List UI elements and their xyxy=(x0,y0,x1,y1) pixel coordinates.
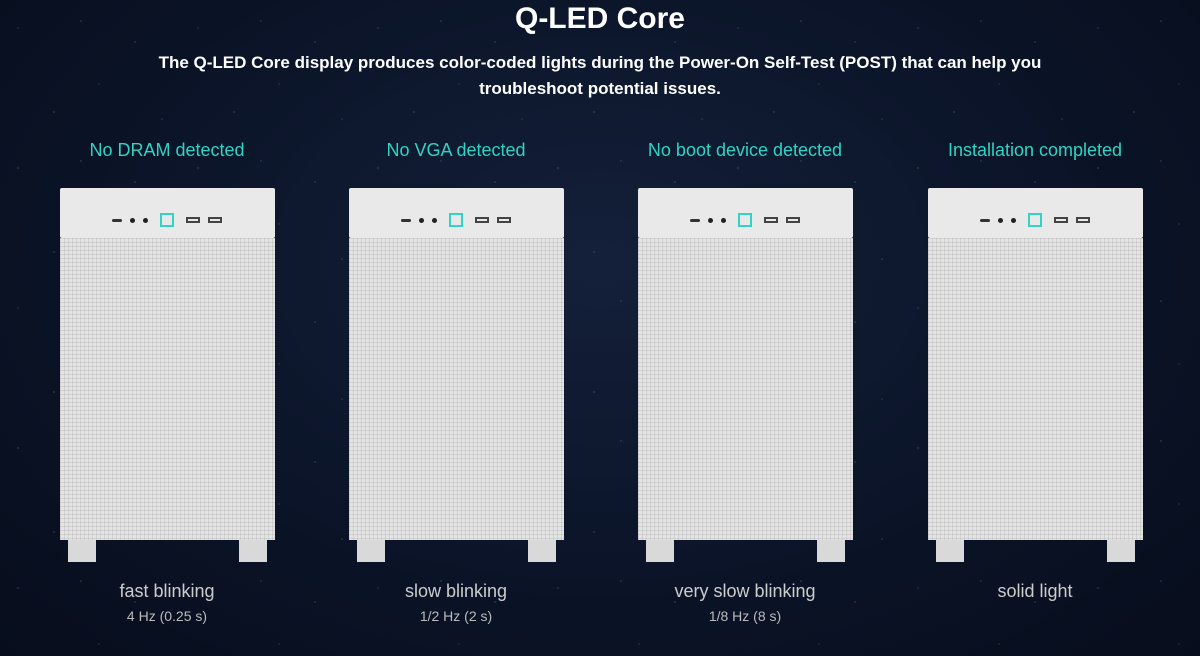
blink-frequency: 1/8 Hz (8 s) xyxy=(708,608,782,624)
blink-mode: slow blinking xyxy=(404,581,508,601)
case-mesh-front xyxy=(348,238,564,540)
case-top-panel xyxy=(348,188,564,238)
qled-indicator-icon xyxy=(160,213,174,227)
io-ports xyxy=(401,213,511,227)
page-title: Q-LED Core xyxy=(514,2,685,35)
qled-indicator-icon xyxy=(738,213,752,227)
case-foot xyxy=(935,540,964,562)
mic-jack-icon xyxy=(143,217,148,223)
usb-c-port-icon xyxy=(980,218,990,222)
usb-c-port-icon xyxy=(112,218,122,222)
blink-mode: fast blinking xyxy=(119,581,215,601)
audio-jack-icon xyxy=(998,217,1003,223)
case-mesh-front xyxy=(59,238,275,540)
usb-a-port-icon xyxy=(1054,217,1068,223)
mic-jack-icon xyxy=(721,217,726,223)
usb-a-port-icon xyxy=(208,217,222,223)
case-foot xyxy=(527,540,556,562)
mic-jack-icon xyxy=(1011,217,1016,223)
qled-state-card: Installation completed solid light xyxy=(890,140,1180,608)
case-mesh-front xyxy=(927,238,1143,540)
audio-jack-icon xyxy=(130,217,135,223)
usb-a-port-icon xyxy=(186,217,200,223)
pc-case-image xyxy=(348,188,564,562)
state-label: No boot device detected xyxy=(647,140,843,160)
state-label: No VGA detected xyxy=(386,140,526,160)
case-foot xyxy=(645,540,674,562)
case-foot xyxy=(238,540,267,562)
usb-c-port-icon xyxy=(401,218,411,222)
io-ports xyxy=(690,213,800,227)
io-ports xyxy=(112,213,222,227)
usb-a-port-icon xyxy=(497,217,511,223)
case-top-panel xyxy=(927,188,1143,238)
qled-state-card: No boot device detected very slow blinki… xyxy=(600,140,890,624)
pc-case-image xyxy=(59,188,275,562)
usb-a-port-icon xyxy=(764,217,778,223)
case-foot xyxy=(356,540,385,562)
state-label: No DRAM detected xyxy=(89,140,245,160)
io-ports xyxy=(980,213,1090,227)
blink-mode: solid light xyxy=(997,581,1073,601)
usb-a-port-icon xyxy=(1076,217,1090,223)
blink-mode: very slow blinking xyxy=(674,581,816,601)
audio-jack-icon xyxy=(708,217,713,223)
state-label: Installation completed xyxy=(947,140,1123,160)
usb-c-port-icon xyxy=(690,218,700,222)
case-foot xyxy=(816,540,845,562)
blink-frequency: 4 Hz (0.25 s) xyxy=(126,608,208,624)
case-top-panel xyxy=(637,188,853,238)
case-top-panel xyxy=(59,188,275,238)
qled-indicator-icon xyxy=(449,213,463,227)
case-foot xyxy=(67,540,96,562)
blink-frequency: 1/2 Hz (2 s) xyxy=(419,608,493,624)
qled-state-card: No DRAM detected fast blinking 4 Hz (0.2… xyxy=(22,140,312,624)
usb-a-port-icon xyxy=(475,217,489,223)
qled-state-card: No VGA detected slow blinking 1/2 Hz (2 … xyxy=(311,140,601,624)
usb-a-port-icon xyxy=(786,217,800,223)
case-foot xyxy=(1106,540,1135,562)
case-mesh-front xyxy=(637,238,853,540)
qled-indicator-icon xyxy=(1028,213,1042,227)
mic-jack-icon xyxy=(432,217,437,223)
audio-jack-icon xyxy=(419,217,424,223)
pc-case-image xyxy=(637,188,853,562)
page-subtitle: The Q-LED Core display produces color-co… xyxy=(158,53,1042,98)
pc-case-image xyxy=(927,188,1143,562)
